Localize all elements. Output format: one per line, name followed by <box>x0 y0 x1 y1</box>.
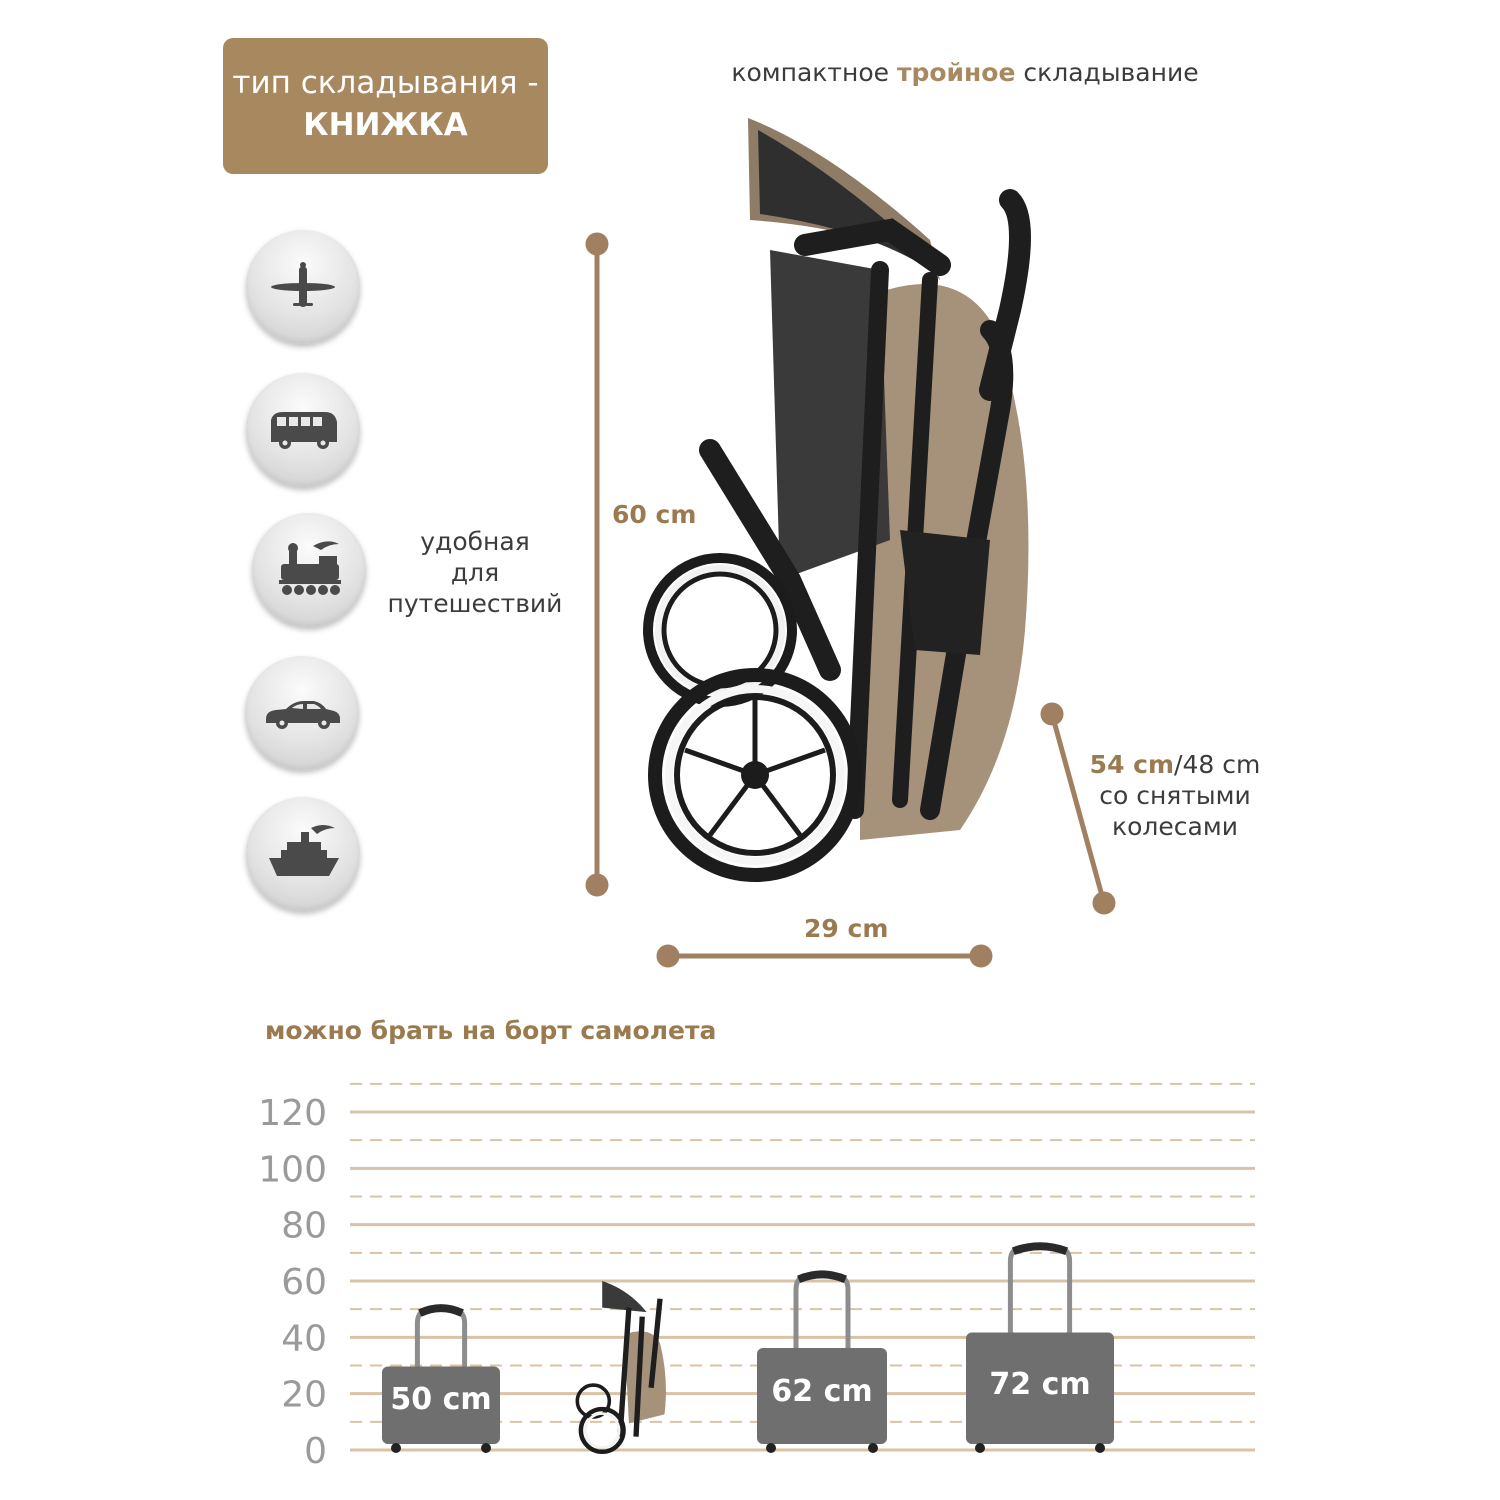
bus-button <box>246 373 360 487</box>
suitcase-body <box>966 1332 1114 1444</box>
y-tick-label: 20 <box>281 1375 327 1416</box>
airplane-icon <box>271 262 335 307</box>
car-icon <box>266 701 340 729</box>
car-button <box>245 656 359 770</box>
suitcase-handle <box>1007 1244 1073 1333</box>
ship-button <box>246 797 360 911</box>
dimension-lines <box>585 232 1116 968</box>
depth-note-2: колесами <box>1112 812 1238 841</box>
suitcase-body <box>757 1347 887 1444</box>
train-icon <box>279 541 341 595</box>
depth-main: 54 cm <box>1089 750 1175 779</box>
folded-stroller-image <box>643 118 1031 882</box>
travel-line-2: для <box>450 558 500 587</box>
depth-caption: 54 cm/48 cm со снятыми колесами <box>1080 749 1270 842</box>
suitcase-wheel <box>975 1443 985 1453</box>
suitcase-grip <box>1011 1242 1069 1255</box>
fold-type-value: КНИЖКА <box>303 107 468 143</box>
depth-dot-bottom <box>1092 891 1116 915</box>
y-tick-label: 80 <box>281 1206 327 1247</box>
suitcase-wheel <box>481 1443 491 1453</box>
y-tick-label: 0 <box>304 1431 327 1472</box>
width-label: 29 cm <box>804 914 889 943</box>
suitcase-wheel <box>391 1443 401 1453</box>
headline-part2: складывание <box>1015 58 1199 87</box>
depth-dot-top <box>1040 702 1064 726</box>
bus-icon <box>271 412 337 449</box>
y-tick-label: 60 <box>281 1262 327 1303</box>
airplane-button <box>246 230 360 344</box>
y-tick-label: 100 <box>258 1149 327 1190</box>
y-tick-label: 120 <box>258 1093 327 1134</box>
suitcase-wheel <box>766 1443 776 1453</box>
suitcase-body <box>382 1366 500 1444</box>
suitcase-size-label: 72 cm <box>989 1367 1090 1402</box>
headline-accent: тройное <box>896 58 1016 87</box>
train-button <box>252 513 366 627</box>
suitcase-size-label: 50 cm <box>390 1382 491 1417</box>
y-tick-label: 40 <box>281 1318 327 1359</box>
size-comparison-chart: 120 100 80 60 40 20 0 50 cm 62 cm 72 cm <box>258 1082 1255 1472</box>
suitcase-grip <box>797 1270 847 1284</box>
travel-line-3: путешествий <box>387 589 563 618</box>
depth-note-1: со снятыми <box>1099 781 1251 810</box>
stroller-comparison-mark <box>575 1281 666 1455</box>
suitcase-wheel <box>868 1443 878 1453</box>
height-dot-bottom <box>585 873 609 897</box>
width-dot-right <box>969 944 993 968</box>
height-dot-top <box>585 232 609 256</box>
fold-headline: компактное тройное складывание <box>700 58 1230 87</box>
headline-part1: компактное <box>731 58 897 87</box>
travel-line-1: удобная <box>420 527 530 556</box>
depth-alt: /48 cm <box>1174 750 1261 779</box>
height-label: 60 cm <box>612 500 697 529</box>
suitcase-wheel <box>1095 1443 1105 1453</box>
fold-type-badge: тип складывания - КНИЖКА <box>223 38 548 174</box>
ship-icon <box>269 825 339 876</box>
suitcase-size-label: 62 cm <box>771 1374 872 1409</box>
width-dot-left <box>656 944 680 968</box>
depth-line <box>1049 713 1107 904</box>
travel-caption: удобная для путешествий <box>380 526 570 619</box>
fold-type-label: тип складывания - <box>232 65 539 101</box>
carry-on-title: можно брать на борт самолета <box>265 1016 717 1045</box>
suitcase-grip <box>418 1304 464 1317</box>
